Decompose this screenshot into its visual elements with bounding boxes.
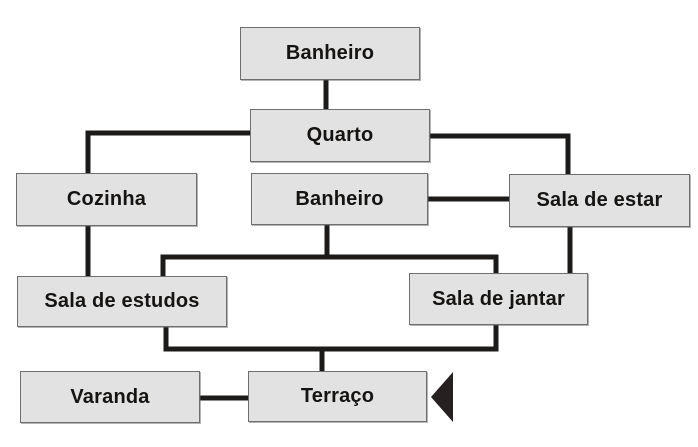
node-banheiro-1: Banheiro [240, 27, 420, 80]
node-sala-de-estar: Sala de estar [509, 174, 690, 227]
node-label: Banheiro [295, 187, 384, 210]
node-label: Varanda [70, 385, 150, 408]
node-banheiro-2: Banheiro [251, 173, 428, 225]
node-label: Sala de estar [536, 189, 663, 211]
edge-estudos-jantar-upper-bus [160, 254, 499, 280]
node-label: Sala de jantar [432, 287, 565, 310]
node-label: Cozinha [66, 188, 147, 210]
node-quarto: Quarto [250, 109, 430, 162]
edge-quarto-cozinha [85, 130, 253, 177]
node-label: Sala de estudos [44, 290, 200, 312]
node-label: Quarto [306, 124, 374, 146]
node-sala-de-jantar: Sala de jantar [409, 273, 588, 325]
node-sala-de-estudos: Sala de estudos [17, 276, 227, 327]
node-varanda: Varanda [20, 371, 200, 423]
node-label: Terraço [300, 385, 375, 407]
terraco-entry-triangle-icon [431, 372, 453, 422]
node-cozinha: Cozinha [16, 173, 197, 226]
edge-estudos-jantar-lower-bus [163, 321, 499, 352]
node-terraco: Terraço [248, 371, 427, 422]
edge-quarto-sala-de-estar [427, 133, 571, 178]
node-label: Banheiro [285, 42, 375, 64]
